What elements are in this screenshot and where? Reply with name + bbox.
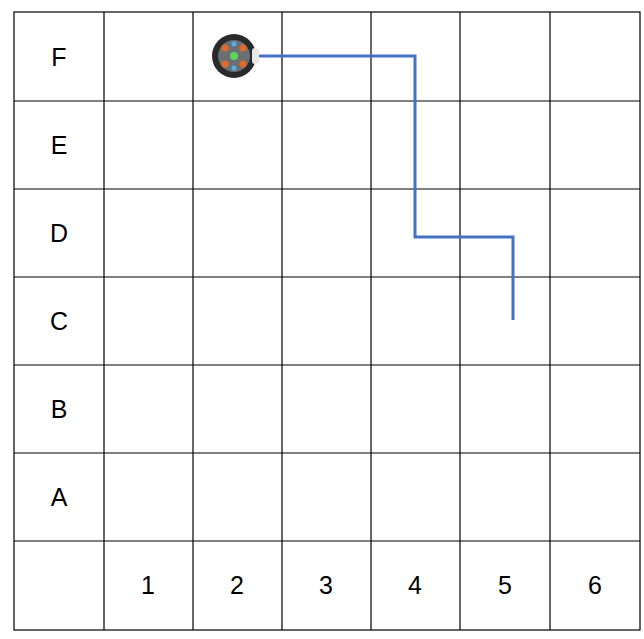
row-label: E [51,133,68,158]
grid-line [14,276,640,277]
column-label: 6 [588,573,602,598]
grid-line [281,12,282,630]
column-label: 5 [498,573,512,598]
grid-line [370,12,371,630]
row-label: F [51,45,66,70]
grid-line [103,12,104,630]
grid-line [14,364,640,365]
column-label: 4 [408,573,422,598]
column-label: 1 [141,573,155,598]
column-label: 3 [319,573,333,598]
grid-line [14,100,640,101]
grid-line [549,12,550,630]
grid-line [192,12,193,630]
grid-line [459,12,460,630]
robot-icon [212,34,259,78]
grid-lines [14,12,640,630]
robot-path [256,56,513,320]
column-label: 2 [230,573,244,598]
row-label: C [50,309,68,334]
grid-line [14,452,640,453]
grid-border [14,12,640,630]
grid-line [14,540,640,541]
grid-line [14,188,640,189]
row-label: A [51,485,68,510]
row-label: D [50,221,68,246]
row-label: B [51,397,68,422]
